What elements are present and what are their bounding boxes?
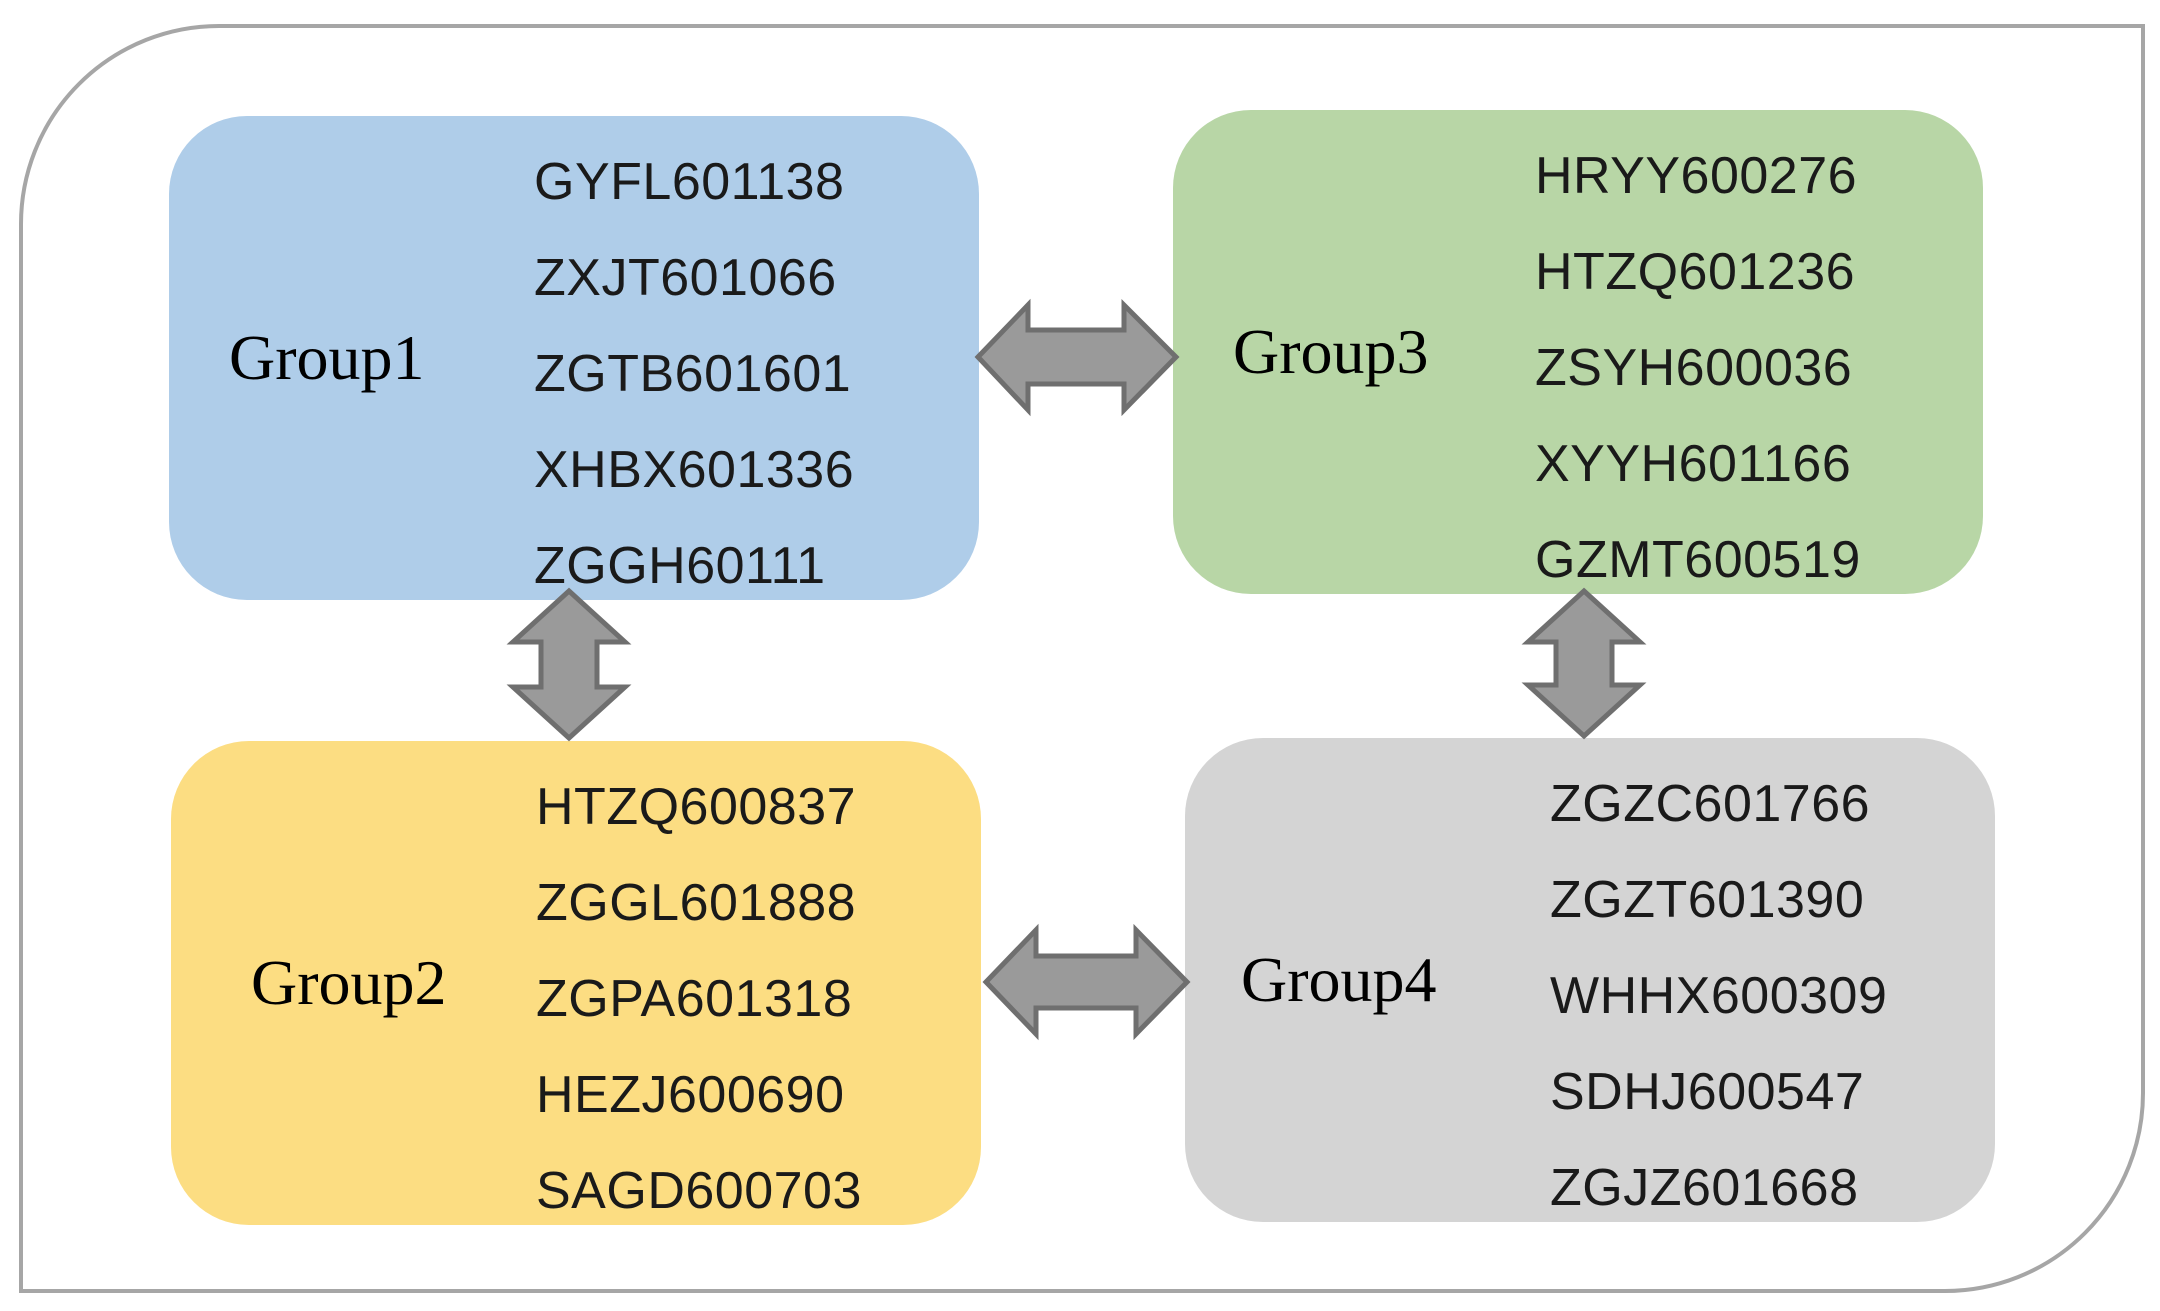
group1-item-list: GYFL601138 ZXJT601066 ZGTB601601 XHBX601… [534, 134, 854, 614]
group2-box: Group2 HTZQ600837 ZGGL601888 ZGPA601318 … [171, 741, 981, 1225]
group1-item: ZXJT601066 [534, 249, 837, 307]
group2-item: HTZQ600837 [536, 778, 857, 836]
group3-box: Group3 HRYY600276 HTZQ601236 ZSYH600036 … [1173, 110, 1983, 594]
group4-item: SDHJ600547 [1550, 1063, 1865, 1121]
group1-item: ZGTB601601 [534, 345, 852, 403]
group3-item: ZSYH600036 [1535, 339, 1853, 397]
group4-item: ZGZT601390 [1550, 871, 1865, 929]
group4-box: Group4 ZGZC601766 ZGZT601390 WHHX600309 … [1185, 738, 1995, 1222]
double-arrow-group2-group4 [982, 923, 1191, 1041]
group4-item: ZGJZ601668 [1550, 1159, 1859, 1217]
group3-label: Group3 [1233, 316, 1429, 387]
group2-label: Group2 [251, 947, 447, 1018]
group2-item-list: HTZQ600837 ZGGL601888 ZGPA601318 HEZJ600… [536, 759, 862, 1239]
group3-item: XYYH601166 [1535, 435, 1852, 493]
group3-item: HRYY600276 [1535, 147, 1858, 205]
outer-frame [19, 24, 2145, 1293]
group3-item: HTZQ601236 [1535, 243, 1856, 301]
group4-item-list: ZGZC601766 ZGZT601390 WHHX600309 SDHJ600… [1550, 756, 1887, 1236]
group2-item: SAGD600703 [536, 1162, 862, 1220]
group2-item: HEZJ600690 [536, 1066, 845, 1124]
group1-box: Group1 GYFL601138 ZXJT601066 ZGTB601601 … [169, 116, 979, 600]
group4-item: ZGZC601766 [1550, 775, 1871, 833]
group2-item: ZGGL601888 [536, 874, 857, 932]
group1-label: Group1 [229, 322, 425, 393]
group2-item: ZGPA601318 [536, 970, 853, 1028]
double-arrow-group1-group2 [506, 587, 632, 742]
group3-item-list: HRYY600276 HTZQ601236 ZSYH600036 XYYH601… [1535, 128, 1861, 608]
group1-item: XHBX601336 [534, 441, 855, 499]
double-arrow-group3-group4 [1521, 587, 1647, 740]
group4-label: Group4 [1241, 944, 1437, 1015]
group4-item: WHHX600309 [1550, 967, 1888, 1025]
group3-item: GZMT600519 [1535, 531, 1861, 589]
double-arrow-group1-group3 [974, 298, 1180, 417]
group1-item: GYFL601138 [534, 153, 845, 211]
group1-item: ZGGH60111 [534, 537, 826, 595]
